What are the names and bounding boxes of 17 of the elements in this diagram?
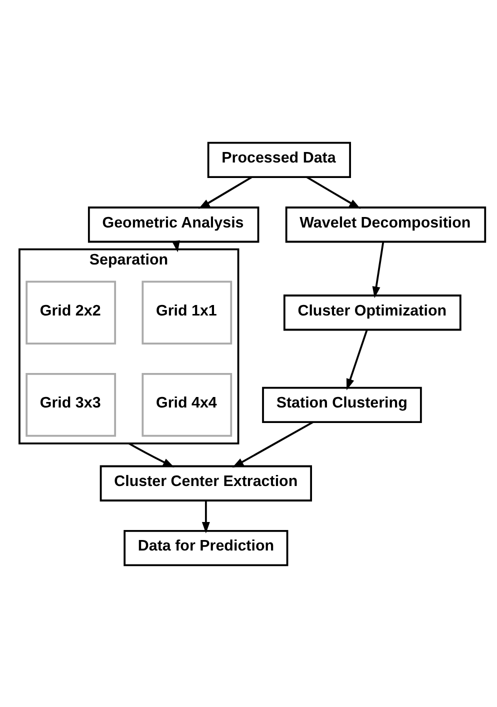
node-box: Grid 1x1 bbox=[142, 280, 232, 344]
arrow bbox=[372, 241, 384, 298]
node-box: Grid 3x3 bbox=[26, 372, 116, 436]
arrow bbox=[202, 500, 210, 533]
arrow bbox=[346, 329, 368, 390]
arrow bbox=[306, 176, 361, 208]
arrow bbox=[232, 420, 314, 468]
node-box: Data for Prediction bbox=[124, 530, 288, 566]
arrow bbox=[128, 442, 174, 467]
node-box: Cluster Optimization bbox=[283, 294, 462, 330]
node-box: Wavelet Decomposition bbox=[285, 206, 486, 242]
node-box: Grid 4x4 bbox=[142, 372, 232, 436]
node-box: Cluster Center Extraction bbox=[100, 464, 312, 501]
node-box: Grid 2x2 bbox=[26, 280, 116, 344]
node-box: Station Clustering bbox=[262, 386, 422, 422]
node-box: Processed Data bbox=[207, 141, 351, 178]
arrow bbox=[198, 176, 252, 208]
